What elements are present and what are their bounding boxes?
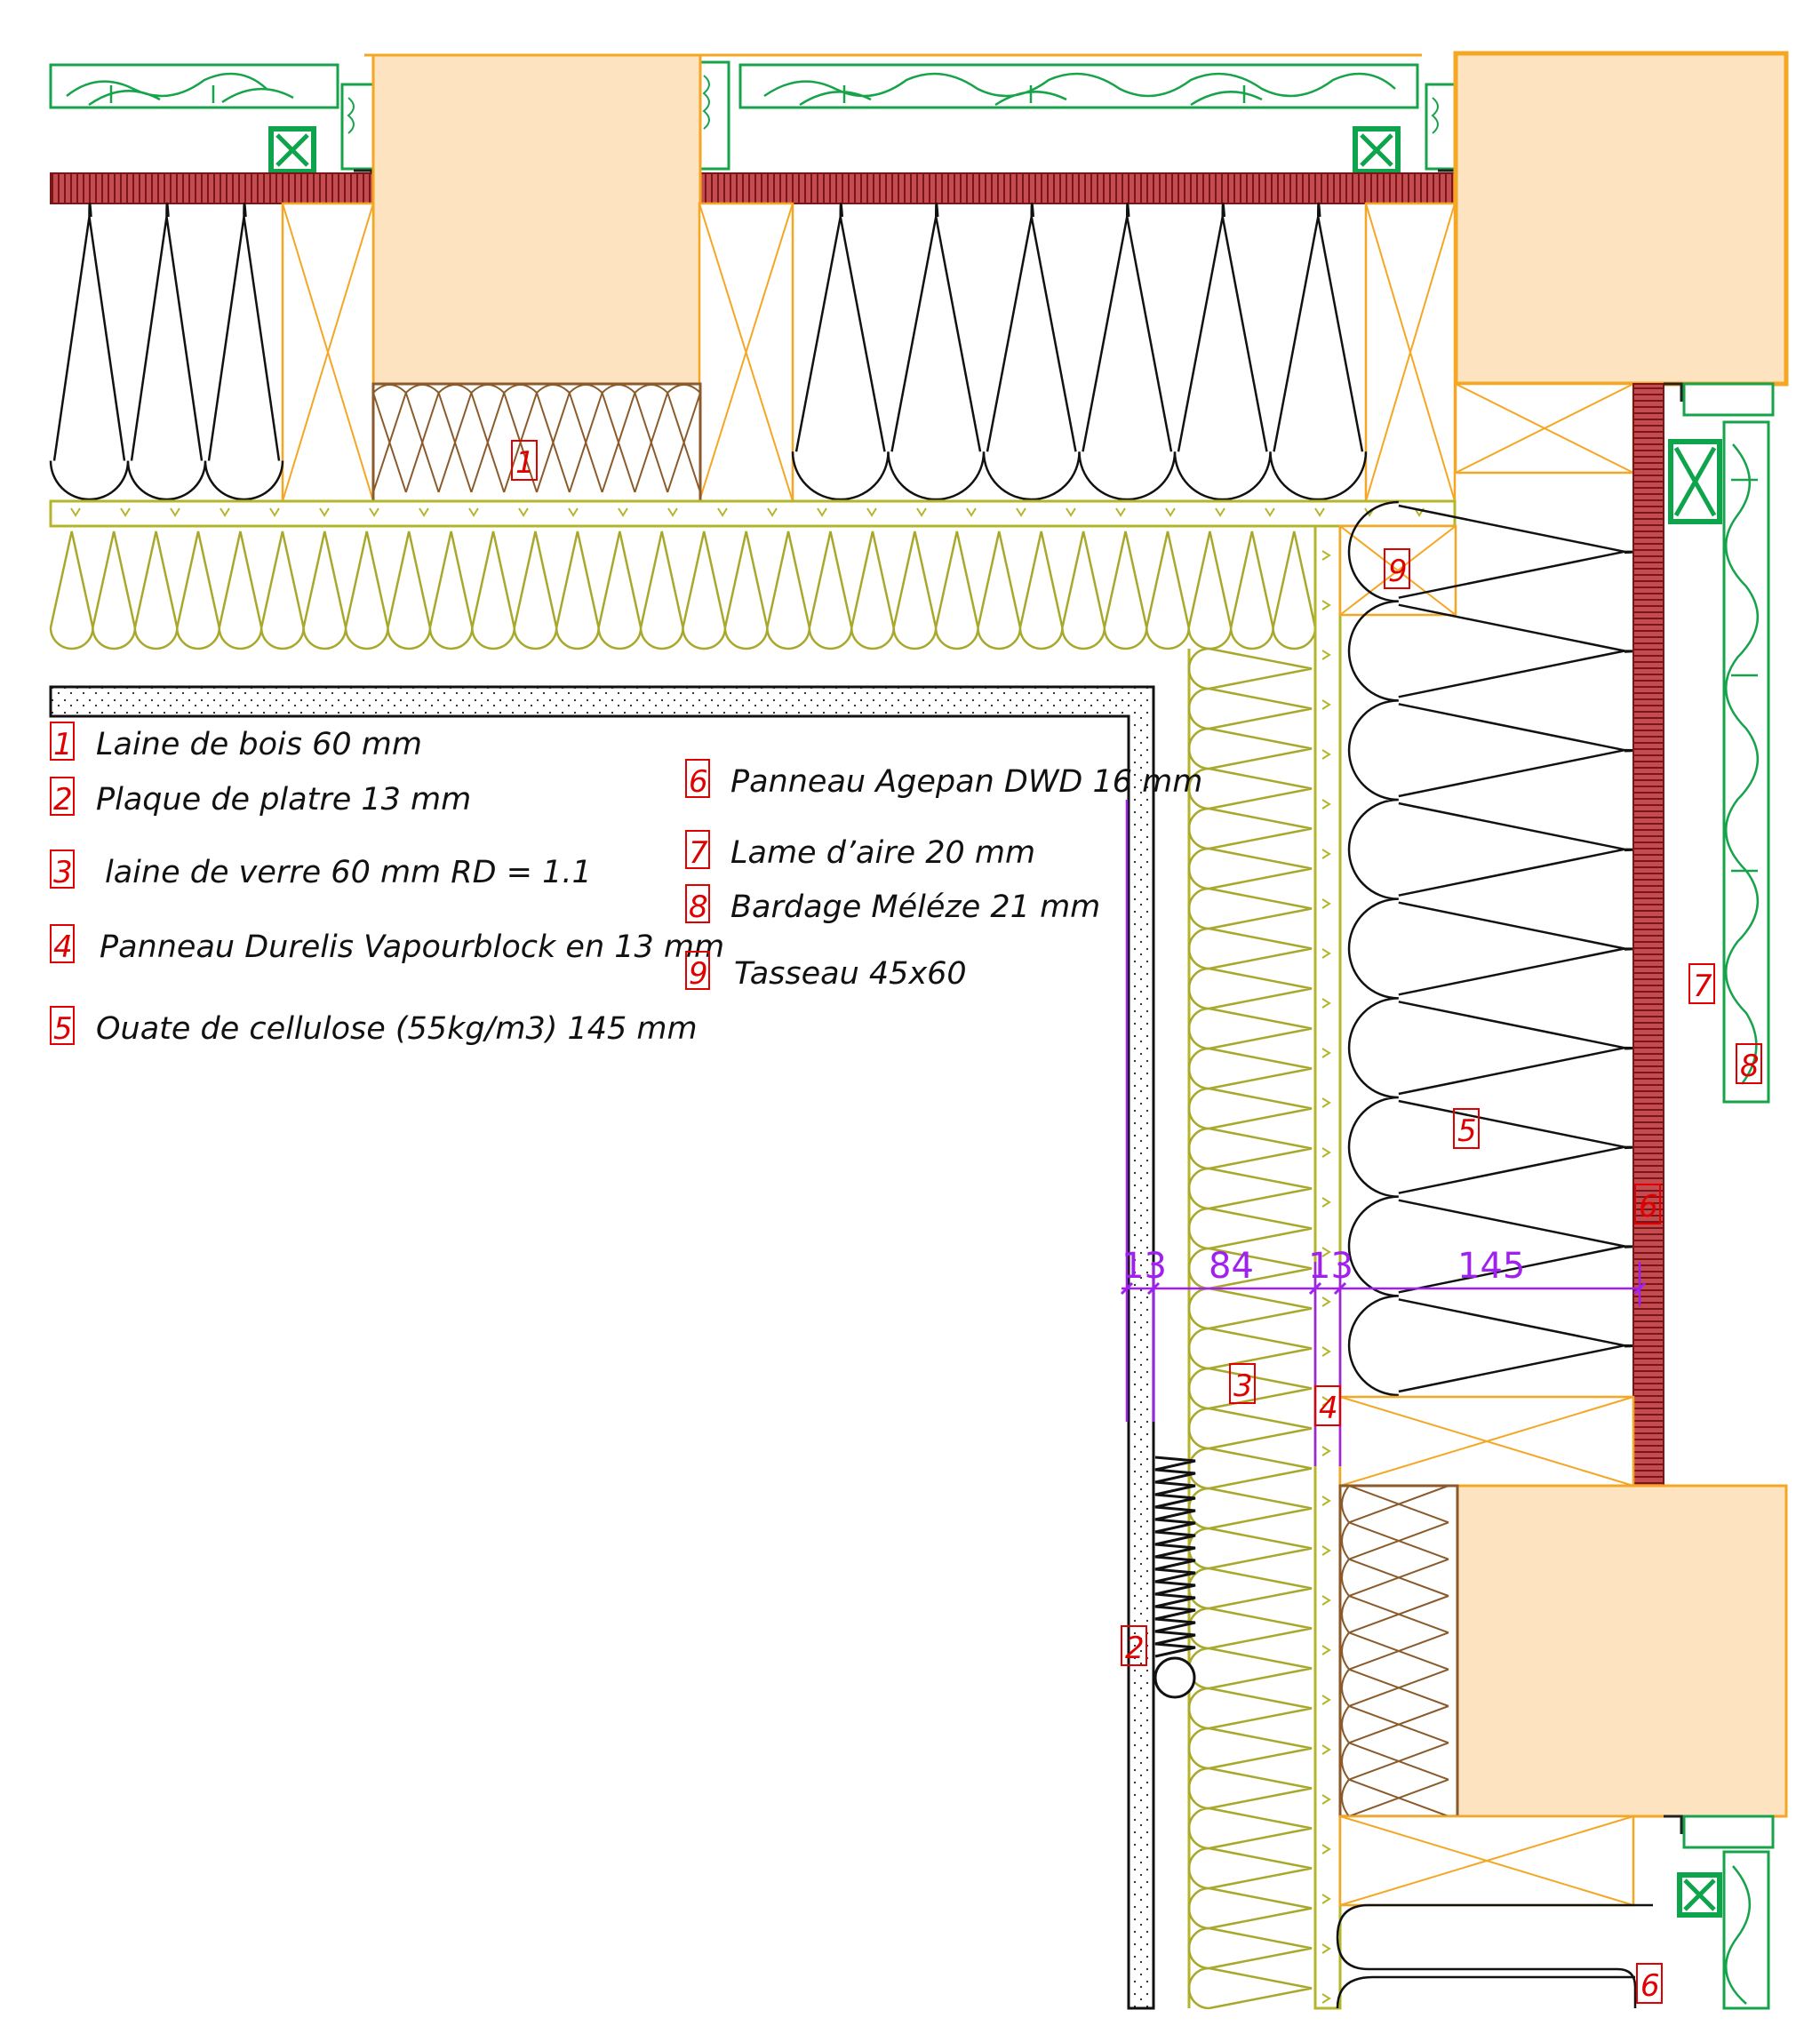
ventilation-grid-symbol xyxy=(1353,126,1401,174)
legend-number: 7 xyxy=(689,835,708,871)
marker-3: 3 xyxy=(1233,1368,1253,1404)
cladding-batten xyxy=(340,83,375,171)
dimension-line: 13 84 13 145 xyxy=(1120,800,1647,1466)
dimension-label: 13 xyxy=(1308,1246,1353,1287)
cellulose-loop-lower xyxy=(1336,1903,1653,2008)
timber-post-corner xyxy=(1453,51,1789,387)
durelis-panel-top xyxy=(49,499,1457,528)
top-cladding xyxy=(49,60,1459,193)
legend-item: 4 Panneau Durelis Vapourblock en 13 mm xyxy=(50,924,724,965)
legend-number: 8 xyxy=(689,889,708,925)
wood-fibre-insulation-lower xyxy=(1338,1484,1459,1818)
marker-2: 2 xyxy=(1125,1631,1145,1666)
marker-6: 6 xyxy=(1639,1189,1658,1224)
fixing-spring-detail xyxy=(1153,1456,1196,1699)
legend-number: 9 xyxy=(689,956,708,992)
dimension-label: 13 xyxy=(1122,1246,1167,1287)
ventilation-grid-symbol xyxy=(268,126,316,174)
ventilation-grid-symbol xyxy=(1668,439,1722,524)
legend-item: 3 laine de verre 60 mm RD = 1.1 xyxy=(50,850,592,890)
legend-number: 1 xyxy=(53,727,73,762)
marker-5: 5 xyxy=(1457,1113,1477,1149)
cladding-batten xyxy=(1425,83,1459,171)
legend-item: 9 Tasseau 45x60 xyxy=(685,951,967,992)
legend-text: Plaque de platre 13 mm xyxy=(96,782,471,818)
marker-7: 7 xyxy=(1693,969,1712,1004)
right-cladding xyxy=(1664,382,1775,1104)
legend-item: 8 Bardage Méléze 21 mm xyxy=(685,884,1100,925)
legend-item: 1 Laine de bois 60 mm xyxy=(50,722,422,762)
legend: 1 Laine de bois 60 mm 2 Plaque de platre… xyxy=(50,722,1202,1047)
legend-text: Tasseau 45x60 xyxy=(734,956,967,992)
marker-9: 9 xyxy=(1388,554,1408,589)
ventilation-grid-symbol xyxy=(1677,1872,1722,1918)
marker-4: 4 xyxy=(1319,1391,1338,1426)
legend-item: 6 Panneau Agepan DWD 16 mm xyxy=(685,759,1202,800)
legend-text: Panneau Durelis Vapourblock en 13 mm xyxy=(100,929,724,965)
right-cellulose-insulation xyxy=(1347,500,1639,1397)
legend-item: 2 Plaque de platre 13 mm xyxy=(50,777,471,818)
glass-wool-top xyxy=(49,524,1317,650)
legend-number: 5 xyxy=(53,1011,73,1047)
timber-post-lower xyxy=(1456,1484,1788,1818)
material-markers: 1 2 3 4 5 6 6 7 8 9 xyxy=(511,440,1762,2004)
agepan-panel-top xyxy=(50,172,376,204)
legend-number: 6 xyxy=(689,764,708,800)
legend-text: Bardage Méléze 21 mm xyxy=(730,889,1100,925)
legend-number: 3 xyxy=(53,855,73,890)
legend-number: 2 xyxy=(53,782,73,818)
legend-text: Lame d’aire 20 mm xyxy=(730,835,1035,871)
legend-number: 4 xyxy=(53,929,73,965)
dimension-label: 145 xyxy=(1457,1246,1525,1287)
legend-text: Laine de bois 60 mm xyxy=(96,727,422,762)
agepan-panel-right xyxy=(1632,383,1664,1487)
dimension-label: 84 xyxy=(1209,1246,1254,1287)
timber-post xyxy=(371,53,702,386)
top-cellulose-insulation xyxy=(49,202,1368,501)
legend-text: Ouate de cellulose (55kg/m3) 145 mm xyxy=(96,1011,698,1047)
legend-text: laine de verre 60 mm RD = 1.1 xyxy=(105,855,592,890)
plasterboard xyxy=(49,685,1155,2010)
marker-8: 8 xyxy=(1740,1049,1760,1084)
marker-6: 6 xyxy=(1640,1968,1660,2004)
marker-1: 1 xyxy=(515,445,535,481)
legend-text: Panneau Agepan DWD 16 mm xyxy=(730,764,1202,800)
legend-item: 7 Lame d’aire 20 mm xyxy=(685,830,1035,871)
top-timber-posts xyxy=(281,51,1789,503)
lower-right-cladding xyxy=(1664,1815,1775,2010)
cladding-batten xyxy=(696,60,730,171)
cladding-board xyxy=(738,63,1419,109)
agepan-panel-top xyxy=(698,172,1456,204)
legend-item: 5 Ouate de cellulose (55kg/m3) 145 mm xyxy=(50,1006,698,1047)
